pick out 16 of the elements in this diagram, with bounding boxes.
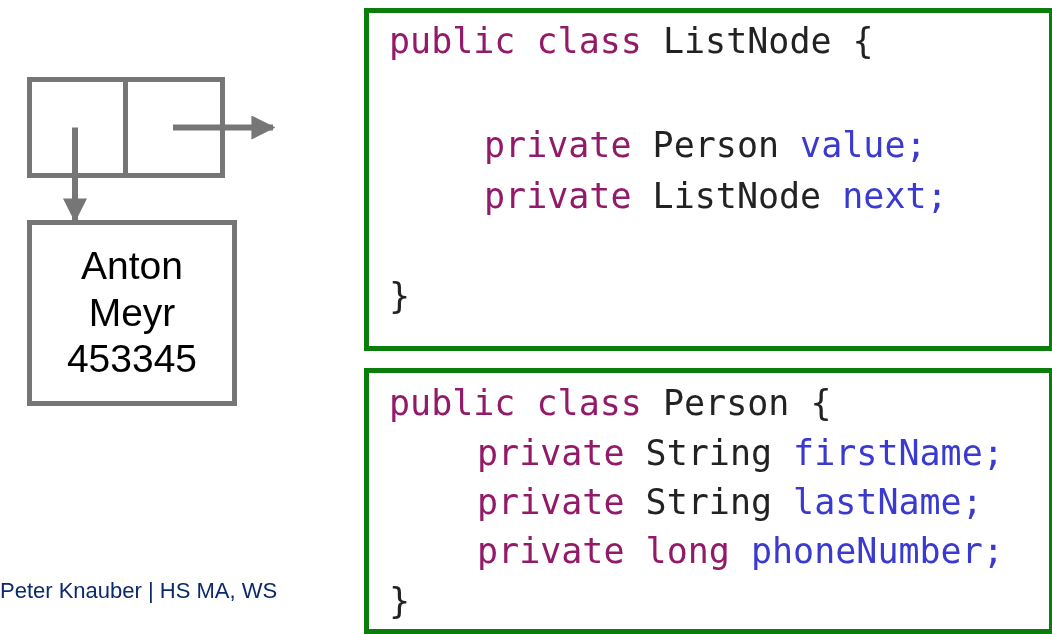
data-box bbox=[27, 220, 237, 406]
code-panel bbox=[364, 8, 1052, 351]
code-line: public class ListNode { bbox=[389, 21, 874, 61]
code-line: } bbox=[389, 276, 411, 316]
code-line: private Person value; bbox=[484, 125, 927, 165]
code-line: private String firstName; bbox=[477, 433, 1004, 473]
code-line: private ListNode next; bbox=[484, 176, 948, 216]
code-line: } bbox=[389, 581, 411, 621]
footer-text: Peter Knauber | HS MA, WS bbox=[0, 578, 278, 604]
arrow bbox=[63, 127, 87, 223]
arrow bbox=[173, 115, 276, 140]
person-data-text: Anton Meyr 453345 bbox=[65, 242, 199, 383]
code-line: public class Person { bbox=[389, 383, 832, 423]
code-panel bbox=[364, 368, 1052, 634]
code-line: private long phoneNumber; bbox=[477, 531, 1004, 571]
code-line: private String lastName; bbox=[477, 482, 983, 522]
